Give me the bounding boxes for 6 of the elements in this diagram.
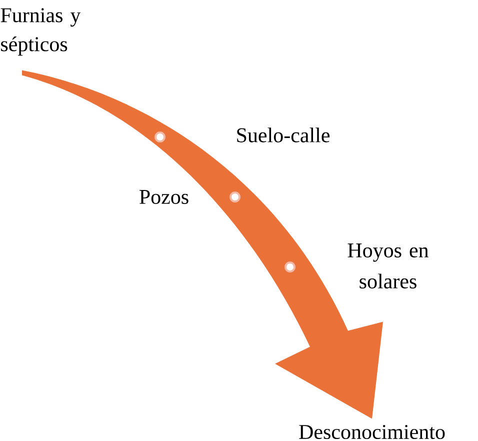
text-label: Pozos bbox=[140, 190, 188, 204]
text-label: Furnias y sépticos bbox=[0, 8, 81, 56]
text-label: Suelo-calle bbox=[237, 128, 330, 142]
curved-arrow bbox=[22, 70, 383, 419]
text-label: Hoyos en solares bbox=[348, 244, 428, 288]
text-label: Desconocimiento bbox=[299, 424, 445, 440]
